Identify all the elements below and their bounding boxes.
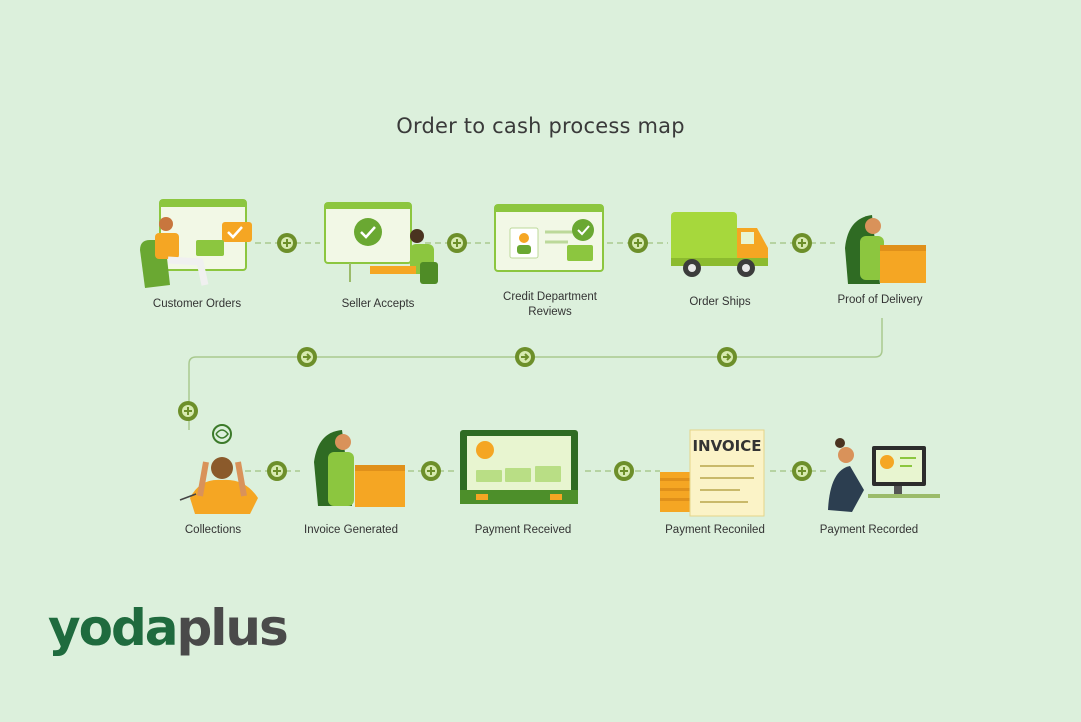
plus-node bbox=[267, 461, 287, 481]
delivery-person-icon bbox=[845, 215, 926, 284]
step-label-proof-of-delivery: Proof of Delivery bbox=[837, 294, 923, 306]
diagram-title: Order to cash process map bbox=[396, 114, 685, 138]
brand-logo-part1: yoda bbox=[48, 599, 178, 657]
step-label-customer-orders: Customer Orders bbox=[152, 298, 242, 310]
step-label-payment-received: Payment Received bbox=[474, 524, 572, 536]
plus-node bbox=[792, 461, 812, 481]
credit-review-icon bbox=[494, 204, 604, 272]
cash-briefcase-icon bbox=[460, 430, 578, 504]
invoice-text: INVOICE bbox=[692, 437, 761, 455]
arrow-node bbox=[297, 347, 317, 367]
step-label-order-ships: Order Ships bbox=[689, 296, 751, 308]
truck-icon bbox=[671, 212, 768, 277]
person-with-box-icon bbox=[314, 430, 405, 507]
person-at-computer-icon bbox=[828, 438, 940, 512]
step-label-seller-accepts: Seller Accepts bbox=[341, 298, 415, 310]
step-label-collections: Collections bbox=[184, 524, 242, 536]
plus-node bbox=[614, 461, 634, 481]
invoice-document-icon: INVOICE bbox=[660, 429, 765, 517]
plus-node bbox=[447, 233, 467, 253]
step-label-payment-recorded: Payment Recorded bbox=[819, 524, 919, 536]
plus-node bbox=[628, 233, 648, 253]
plus-node bbox=[421, 461, 441, 481]
brand-logo-part2: plus bbox=[176, 599, 288, 657]
plus-node bbox=[792, 233, 812, 253]
customer-orders-icon bbox=[140, 199, 252, 288]
plus-node bbox=[277, 233, 297, 253]
arrow-node bbox=[515, 347, 535, 367]
stressed-person-icon bbox=[179, 424, 258, 514]
plus-node bbox=[178, 401, 198, 421]
step-label-payment-reconiled: Payment Reconiled bbox=[665, 524, 765, 536]
step-label-invoice-generated: Invoice Generated bbox=[304, 524, 398, 536]
brand-logo: yodaplus bbox=[48, 598, 289, 658]
seller-accepts-icon bbox=[324, 202, 438, 284]
arrow-node bbox=[717, 347, 737, 367]
step-label-credit-reviews: Credit Department Reviews bbox=[503, 291, 597, 318]
